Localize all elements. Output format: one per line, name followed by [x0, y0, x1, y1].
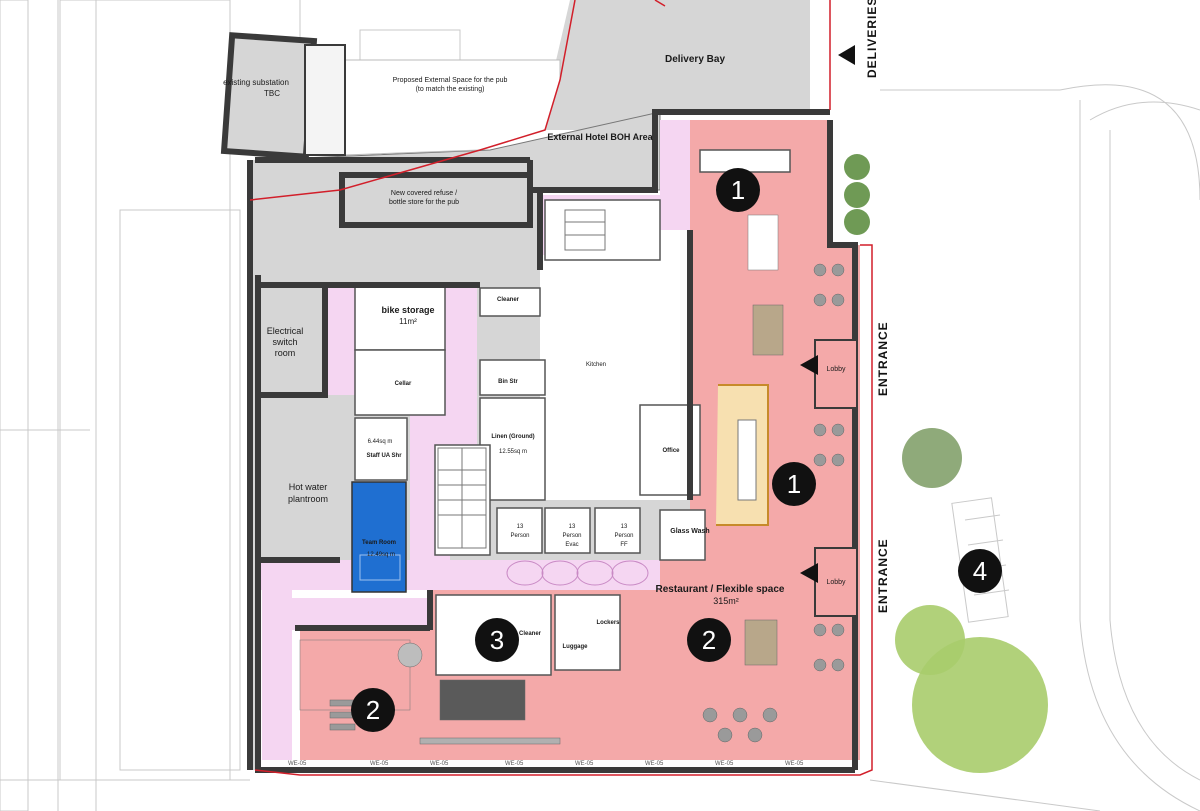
svg-text:1: 1: [731, 175, 745, 205]
label-lift-2-a: 13: [569, 524, 576, 530]
svg-text:WE-05: WE-05: [430, 761, 449, 767]
label-kitchen: Kitchen: [586, 362, 606, 368]
pink-corridor-top: [660, 120, 690, 230]
zone-markers: 1 1 2 2 3 4: [351, 168, 1002, 732]
delivery-bay-area: [540, 0, 810, 130]
furniture: [299, 214, 845, 745]
label-lift-3-b: Person: [614, 533, 633, 539]
label-staff-area: 6.44sq m: [368, 439, 393, 445]
svg-text:WE-05: WE-05: [505, 761, 524, 767]
zone-marker-1a: 1: [716, 168, 760, 212]
svg-text:WE-05: WE-05: [785, 761, 804, 767]
label-lift-2-c: Evac: [565, 542, 578, 548]
lobby-boxes: [814, 339, 858, 617]
label-entrance-2: ENTRANCE: [876, 538, 890, 613]
label-cleaner-top: Cleaner: [497, 297, 520, 303]
label-bike-area: 11m²: [399, 317, 417, 326]
zone-marker-2a: 2: [687, 618, 731, 662]
svg-text:WE-05: WE-05: [645, 761, 664, 767]
label-lockers: Lockers: [596, 620, 620, 626]
label-proposed-space-2: (to match the existing): [416, 86, 485, 93]
svg-text:3: 3: [490, 625, 504, 655]
team-room: [351, 481, 407, 593]
zone-marker-2b: 2: [351, 688, 395, 732]
substation-annex: [304, 44, 346, 156]
label-entrance-1: ENTRANCE: [876, 321, 890, 396]
label-luggage: Luggage: [563, 644, 589, 650]
label-deliveries: DELIVERIES: [865, 0, 879, 78]
zone-marker-3: 3: [475, 618, 519, 662]
label-hot-water-1: Hot water: [289, 482, 328, 492]
label-glass-wash: Glass Wash: [670, 528, 709, 535]
lobby-seating: [506, 560, 649, 586]
room-labels: existing substation TBC Proposed Externa…: [223, 54, 846, 650]
label-office: Office: [662, 448, 680, 454]
label-staff-ua: Staff UA Shr: [366, 453, 402, 459]
svg-text:WE-05: WE-05: [715, 761, 734, 767]
svg-text:2: 2: [702, 625, 716, 655]
label-team-area: 12.49sq m: [367, 552, 395, 558]
label-linen: Linen (Ground): [491, 434, 534, 440]
label-electrical-3: room: [275, 348, 296, 358]
label-cellar: Cellar: [395, 381, 412, 387]
svg-text:2: 2: [366, 695, 380, 725]
label-refuse-2: bottle store for the pub: [389, 199, 459, 206]
label-proposed-space-1: Proposed External Space for the pub: [393, 77, 508, 84]
label-lift-1-a: 13: [517, 524, 524, 530]
site-boundary: [249, 0, 873, 776]
label-lift-2-b: Person: [562, 533, 581, 539]
label-linen-area: 12.55sq m: [499, 449, 527, 455]
label-restaurant-area: 315m²: [713, 596, 739, 606]
stair-core: [437, 209, 606, 549]
label-external-boh: External Hotel BOH Area: [547, 132, 653, 142]
svg-text:WE-05: WE-05: [288, 761, 307, 767]
zone-marker-4: 4: [958, 549, 1002, 593]
label-refuse-1: New covered refuse /: [391, 190, 457, 197]
label-bike-storage: bike storage: [381, 305, 434, 315]
label-electrical-2: switch: [272, 337, 297, 347]
team-room-furniture: [359, 554, 401, 581]
label-lift-3-c: FF: [620, 542, 628, 548]
label-lobby-1: Lobby: [826, 366, 846, 373]
label-substation-tbc: TBC: [264, 89, 280, 98]
svg-text:WE-05: WE-05: [575, 761, 594, 767]
svg-text:WE-05: WE-05: [370, 761, 389, 767]
label-electrical-1: Electrical: [267, 326, 304, 336]
label-substation: existing substation: [223, 78, 289, 87]
trees: [844, 154, 1048, 773]
label-lobby-2: Lobby: [826, 579, 846, 586]
proposed-external-space: [344, 59, 561, 156]
window-tags: WE-05 WE-05 WE-05 WE-05 WE-05 WE-05 WE-0…: [288, 761, 804, 767]
zone-marker-1b: 1: [772, 462, 816, 506]
label-delivery-bay: Delivery Bay: [665, 54, 725, 65]
svg-text:1: 1: [787, 469, 801, 499]
label-lift-3-a: 13: [621, 524, 628, 530]
label-team-room: Team Room: [362, 540, 396, 546]
entrance-arrows: [800, 45, 855, 583]
label-hot-water-2: plantroom: [288, 494, 328, 504]
label-bin-store: Bin Str: [498, 379, 518, 385]
label-restaurant: Restaurant / Flexible space: [656, 584, 785, 595]
label-cleaner: Cleaner: [519, 631, 542, 637]
label-lift-1-b: Person: [510, 533, 529, 539]
bar-back: [737, 419, 757, 501]
svg-text:4: 4: [973, 556, 987, 586]
